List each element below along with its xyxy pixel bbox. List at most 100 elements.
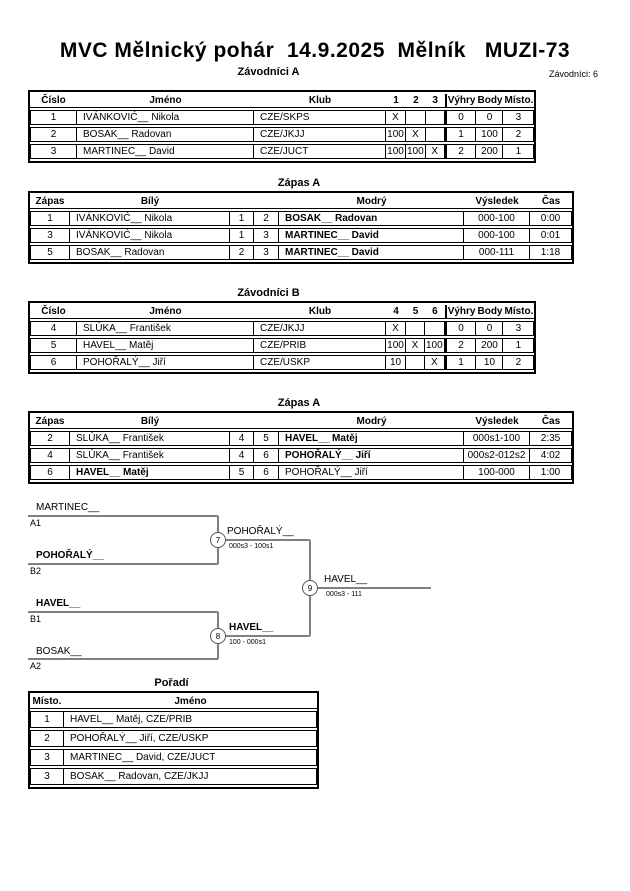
table-row: 3 MARTINEC__ David CZE/JUCT 100 100 X 2 … <box>30 144 535 159</box>
cell-bily-number: 1 <box>230 211 254 226</box>
cell-misto: 3 <box>30 768 64 785</box>
cell-vyhry: 2 <box>444 338 477 353</box>
zapas-a1-table: Zápas Bílý Modrý Výsledek Čas 1 IVÁNKOVI… <box>28 191 574 264</box>
table-row: 6 HAVEL__ Matěj 5 6 POHOŘALÝ__ Jiří 100-… <box>30 465 572 480</box>
bracket-slot-seed: B2 <box>30 566 42 576</box>
table-row: 3 BOSAK__ Radovan, CZE/JKJJ <box>30 768 317 785</box>
col-header-misto: Místo. <box>503 306 535 319</box>
cell-body: 100 <box>476 127 504 142</box>
table-row: 2 BOSAK__ Radovan CZE/JKJJ 100 X 1 100 2 <box>30 127 535 142</box>
cell-jmeno: SLÚKA__ František <box>77 321 254 336</box>
cell-bily: IVÁNKOVIĆ__ Nikola <box>70 228 230 243</box>
cell-result-3: X <box>425 144 445 159</box>
cell-misto: 3 <box>503 110 535 125</box>
cell-bily: SLÚKA__ František <box>70 448 230 463</box>
cell-modry: HAVEL__ Matěj <box>279 431 464 446</box>
cell-misto: 1 <box>503 144 535 159</box>
cell-result-4: 10 <box>386 355 406 370</box>
cell-modry-number: 3 <box>254 228 279 243</box>
elimination-bracket: MARTINEC__ A1 POHOŘALÝ__ B2 HAVEL__ B1 B… <box>28 500 458 680</box>
col-header-misto: Místo. <box>30 695 64 709</box>
cell-zapas: 3 <box>30 228 70 243</box>
col-header-cas: Čas <box>530 195 572 209</box>
table-row: 1 HAVEL__ Matěj, CZE/PRIB <box>30 711 317 728</box>
cell-body: 200 <box>476 144 504 159</box>
cell-result-5 <box>406 321 425 336</box>
cell-klub: CZE/JKJJ <box>254 321 386 336</box>
cell-body: 0 <box>476 110 504 125</box>
bracket-slot-name: BOSAK__ <box>36 646 82 657</box>
col-header-n1 <box>230 415 254 429</box>
section-title-zavodnici-a: Závodníci A <box>237 66 300 78</box>
bracket-match-score: 000s3 - 100s1 <box>229 543 274 550</box>
header-row: Číslo Jméno Klub 4 5 6 Výhry Body Místo. <box>30 305 535 319</box>
cell-zapas: 2 <box>30 431 70 446</box>
cell-vysledek: 000-111 <box>464 245 530 260</box>
cell-misto: 2 <box>30 730 64 747</box>
cell-bily-number: 5 <box>230 465 254 480</box>
cell-klub: CZE/JUCT <box>254 144 386 159</box>
cell-cislo: 5 <box>30 338 77 353</box>
cell-body: 200 <box>476 338 504 353</box>
cell-vysledek: 000s1-100 <box>464 431 530 446</box>
cell-modry-number: 2 <box>254 211 279 226</box>
bracket-winner-name: HAVEL__ <box>229 622 274 633</box>
cell-result-6: 100 <box>425 338 445 353</box>
cell-vysledek: 000-100 <box>464 211 530 226</box>
cell-cas: 1:00 <box>530 465 572 480</box>
bracket-slot-name: POHOŘALÝ__ <box>36 550 104 561</box>
cell-cislo: 6 <box>30 355 77 370</box>
col-header-vyhry: Výhry <box>444 94 477 108</box>
cell-bily-number: 4 <box>230 448 254 463</box>
col-header-5: 5 <box>406 305 425 319</box>
cell-bily-number: 2 <box>230 245 254 260</box>
bracket-match-score: 000s3 - 111 <box>326 591 362 598</box>
cell-result-6 <box>425 321 445 336</box>
col-header-cislo: Číslo <box>30 305 77 319</box>
col-header-vysledek: Výsledek <box>464 415 530 429</box>
cell-jmeno: POHOŘALÝ__ Jiří, CZE/USKP <box>64 730 317 747</box>
col-header-3: 3 <box>425 94 445 108</box>
cell-modry-number: 6 <box>254 465 279 480</box>
cell-modry: POHOŘALÝ__ Jiří <box>279 448 464 463</box>
cell-cas: 0:00 <box>530 211 572 226</box>
cell-result-2 <box>406 110 426 125</box>
cell-jmeno: IVÁNKOVIĆ__ Nikola <box>77 110 254 125</box>
header-row: Číslo Jméno Klub 1 2 3 Výhry Body Místo. <box>30 94 535 108</box>
header-row: Zápas Bílý Modrý Výsledek Čas <box>30 195 572 209</box>
cell-result-6: X <box>425 355 445 370</box>
match-number-circle: 7 <box>210 532 226 548</box>
cell-cas: 2:35 <box>530 431 572 446</box>
table-row: 4 SLÚKA__ František 4 6 POHOŘALÝ__ Jiří … <box>30 448 572 463</box>
bracket-slot-seed: B1 <box>30 614 42 624</box>
bracket-match-score: 100 - 000s1 <box>229 639 266 646</box>
col-header-jmeno: Jméno <box>77 94 254 108</box>
cell-jmeno: MARTINEC__ David, CZE/JUCT <box>64 749 317 766</box>
col-header-zapas: Zápas <box>30 415 70 429</box>
cell-cas: 1:18 <box>530 245 572 260</box>
cell-cislo: 4 <box>30 321 77 336</box>
bracket-slot-seed: A1 <box>30 518 42 528</box>
table-row: 4 SLÚKA__ František CZE/JKJJ X 0 0 3 <box>30 321 535 336</box>
cell-modry: MARTINEC__ David <box>279 245 464 260</box>
bracket-winner-name: HAVEL__ <box>324 574 368 585</box>
cell-modry: POHOŘALÝ__ Jiří <box>279 465 464 480</box>
section-title-poradi: Pořadí <box>154 677 189 689</box>
cell-modry: MARTINEC__ David <box>279 228 464 243</box>
cell-jmeno: BOSAK__ Radovan <box>77 127 254 142</box>
cell-vyhry: 1 <box>444 355 477 370</box>
cell-result-1: X <box>386 110 406 125</box>
cell-vysledek: 000-100 <box>464 228 530 243</box>
cell-result-2: 100 <box>406 144 426 159</box>
col-header-jmeno: Jméno <box>64 695 317 709</box>
table-row: 2 SLÚKA__ František 4 5 HAVEL__ Matěj 00… <box>30 431 572 446</box>
col-header-body: Body <box>476 95 504 108</box>
cell-vysledek: 000s2-012s2 <box>464 448 530 463</box>
section-title-zapas-a2: Zápas A <box>277 397 321 409</box>
match-number-circle: 8 <box>210 628 226 644</box>
cell-cas: 0:01 <box>530 228 572 243</box>
cell-misto: 2 <box>503 355 535 370</box>
competitors-count: Závodníci: 6 <box>548 69 598 79</box>
cell-cislo: 1 <box>30 110 77 125</box>
